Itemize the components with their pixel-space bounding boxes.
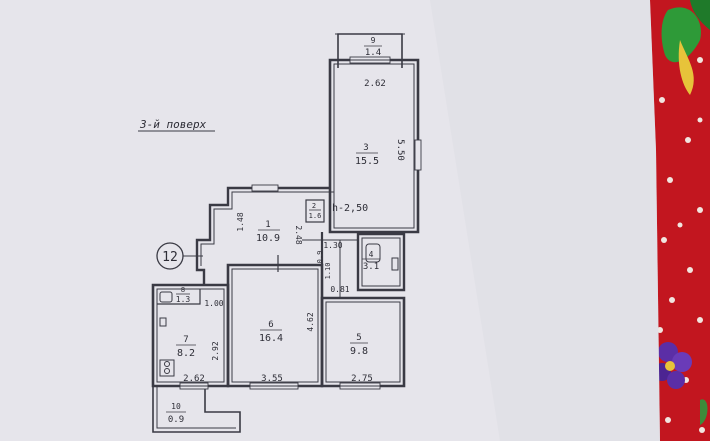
dim-room1-left: 1.48 [236, 212, 245, 231]
room-8-area: 1.3 [176, 295, 191, 304]
dim-room6-right: 4.62 [306, 312, 315, 331]
room-9-number: 9 [371, 36, 376, 45]
stairwell-number: 12 [162, 250, 178, 265]
room-10-area: 0.9 [168, 415, 184, 425]
room-1-area: 10.9 [256, 233, 280, 244]
room-10-number: 10 [171, 402, 181, 411]
room-4-number: 4 [369, 250, 374, 259]
room-5-area: 9.8 [350, 346, 368, 357]
dim-room5-bottom: 2.75 [351, 374, 373, 384]
fabric-flower [653, 342, 708, 425]
walls [151, 33, 420, 433]
dim-ceiling-height: h-2,50 [332, 203, 368, 214]
windows [179, 56, 422, 390]
dim-hall-small: 0.9 [316, 251, 324, 264]
dim-room7-side: 2.92 [211, 341, 220, 360]
floor-title: 3-й поверх [139, 118, 207, 131]
room-5-number: 5 [356, 333, 361, 343]
room-3-area: 15.5 [355, 156, 379, 167]
dim-room7-bottom: 2.62 [183, 374, 205, 384]
dim-room7-top: 1.00 [204, 299, 223, 308]
room-8-number: 8 [181, 286, 185, 294]
room-3-number: 3 [363, 143, 368, 153]
dim-bath-bottom: 0.81 [330, 285, 349, 294]
room-2-area: 1.6 [309, 212, 322, 220]
room-2-number: 2 [312, 202, 316, 210]
dim-bath-side: 1.10 [324, 263, 332, 280]
room-labels [166, 45, 382, 413]
dim-room1-right: 2.48 [294, 225, 303, 244]
room-4-area: 3.1 [363, 262, 379, 272]
room-9-area: 1.4 [365, 48, 381, 58]
dim-room3-side: 5.50 [395, 139, 405, 161]
room-1-number: 1 [265, 220, 270, 230]
fixtures [159, 243, 399, 377]
dim-hall-width: 1.30 [323, 241, 342, 250]
fabric-leaf [661, 0, 710, 95]
room-7-area: 8.2 [177, 348, 195, 359]
dim-room6-bottom: 3.55 [261, 374, 283, 384]
room-7-number: 7 [183, 335, 188, 345]
room-6-number: 6 [268, 320, 273, 330]
room-6-area: 16.4 [259, 333, 283, 344]
dim-balcony-top: 2.62 [364, 79, 386, 89]
